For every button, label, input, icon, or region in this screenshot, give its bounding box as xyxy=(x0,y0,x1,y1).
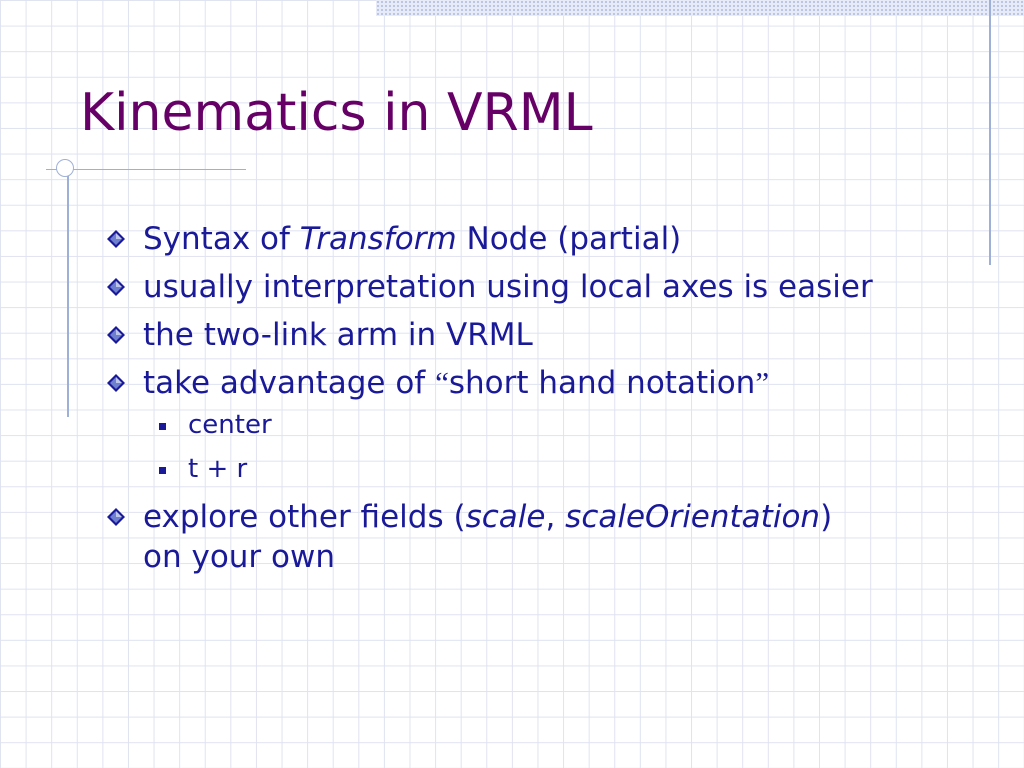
close-quote: ” xyxy=(755,365,770,400)
sub-bullet-center: center xyxy=(157,409,963,442)
bullet-text: on your own xyxy=(143,539,335,575)
bullet-text-italic: Transform xyxy=(299,221,457,257)
open-quote: “ xyxy=(435,365,449,400)
top-decorative-band xyxy=(376,0,1024,16)
square-bullet-icon xyxy=(159,467,166,474)
bullet-text: ) xyxy=(820,499,833,535)
diamond-bullet-icon xyxy=(107,326,125,344)
sub-bullet-text: t + r xyxy=(188,454,248,484)
bullet-text-quoted: short hand notation xyxy=(448,365,756,401)
right-decorative-line xyxy=(989,0,991,265)
bullet-syntax: Syntax of Transform Node (partial) xyxy=(103,219,963,259)
left-decorative-line xyxy=(67,165,69,417)
bullet-two-link-arm: the two-link arm in VRML xyxy=(103,315,963,355)
diamond-bullet-icon xyxy=(107,374,125,392)
bullet-local-axes: usually interpretation using local axes … xyxy=(103,267,963,307)
slide-body: Syntax of Transform Node (partial) usual… xyxy=(103,219,963,585)
bullet-text: , xyxy=(545,499,566,535)
bullet-text: Syntax of xyxy=(143,221,300,257)
bullet-text-italic: scaleOrientation xyxy=(565,499,821,535)
bullet-short-hand: take advantage of “short hand notation” xyxy=(103,363,963,403)
sub-bullet-t-plus-r: t + r xyxy=(157,453,963,486)
title-underline xyxy=(46,169,246,170)
diamond-bullet-icon xyxy=(107,508,125,526)
crosshair-circle-icon xyxy=(56,159,74,177)
bullet-text: the two-link arm in VRML xyxy=(143,317,533,353)
diamond-bullet-icon xyxy=(107,230,125,248)
bullet-text: take advantage of xyxy=(143,365,436,401)
bullet-explore-fields: explore other fields (scale, scaleOrient… xyxy=(103,497,963,577)
slide-title: Kinematics in VRML xyxy=(80,83,593,143)
bullet-text: usually interpretation using local axes … xyxy=(143,269,873,305)
bullet-text-italic: scale xyxy=(465,499,546,535)
square-bullet-icon xyxy=(159,423,166,430)
bullet-text: Node (partial) xyxy=(456,221,682,257)
bullet-text: explore other fields ( xyxy=(143,499,466,535)
diamond-bullet-icon xyxy=(107,278,125,296)
sub-bullet-list: center t + r xyxy=(157,409,963,486)
sub-bullet-text: center xyxy=(188,410,272,440)
